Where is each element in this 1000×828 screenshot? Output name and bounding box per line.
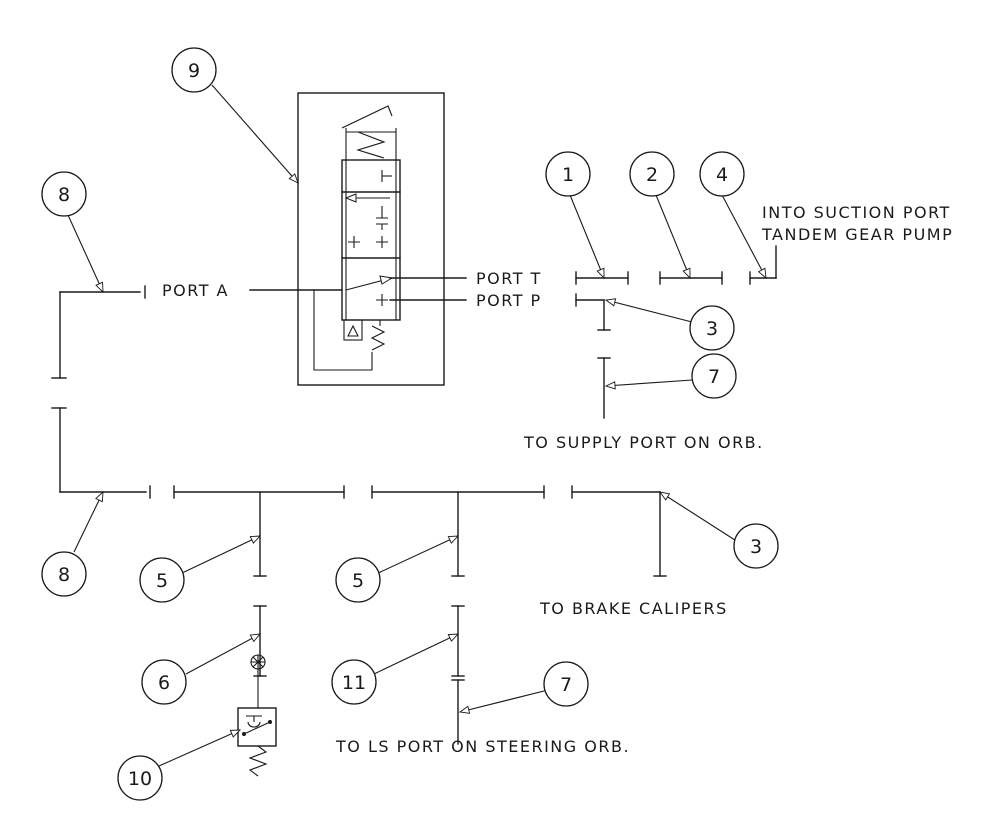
supply-note: TO SUPPLY PORT ON ORB. <box>523 433 764 452</box>
svg-text:8: 8 <box>58 184 70 206</box>
port-p-label: PORT P <box>476 291 542 310</box>
pressure-switch <box>237 654 277 777</box>
hose-a-line <box>51 285 151 499</box>
suction-note-line1: INTO SUCTION PORT <box>762 203 951 222</box>
suction-line <box>575 245 777 285</box>
port-lines <box>249 277 467 301</box>
svg-text:7: 7 <box>560 674 572 696</box>
callout-7-top: 7 <box>691 353 737 399</box>
ls-note: TO LS PORT ON STEERING ORB. <box>335 737 630 756</box>
svg-text:5: 5 <box>352 570 364 592</box>
svg-text:3: 3 <box>706 318 718 340</box>
callout-3-bottom: 3 <box>733 523 779 569</box>
svg-text:9: 9 <box>188 60 200 82</box>
callout-1: 1 <box>545 151 591 197</box>
svg-text:11: 11 <box>342 672 366 694</box>
svg-text:5: 5 <box>156 570 168 592</box>
suction-note-line2: TANDEM GEAR PUMP <box>761 225 953 244</box>
svg-text:7: 7 <box>708 366 720 388</box>
svg-text:6: 6 <box>158 672 170 694</box>
callout-3-top: 3 <box>689 305 735 351</box>
svg-text:4: 4 <box>716 164 728 186</box>
callout-8-top: 8 <box>41 171 87 217</box>
svg-text:1: 1 <box>562 164 574 186</box>
callout-7-bottom: 7 <box>543 661 589 707</box>
callout-9: 9 <box>171 47 217 93</box>
callout-2: 2 <box>629 151 675 197</box>
callout-10: 10 <box>117 755 163 801</box>
callout-8-bottom: 8 <box>41 551 87 597</box>
port-a-label: PORT A <box>162 281 229 300</box>
port-t-label: PORT T <box>476 269 542 288</box>
svg-text:10: 10 <box>128 768 152 790</box>
brake-note: TO BRAKE CALIPERS <box>539 599 728 618</box>
svg-text:3: 3 <box>750 536 762 558</box>
callout-5-left: 5 <box>139 557 185 603</box>
callout-11: 11 <box>331 659 377 705</box>
svg-text:2: 2 <box>646 164 658 186</box>
callout-4: 4 <box>699 151 745 197</box>
directional-valve <box>297 92 445 386</box>
svg-text:8: 8 <box>58 564 70 586</box>
callout-5-right: 5 <box>335 557 381 603</box>
leaders <box>67 84 767 771</box>
callout-6: 6 <box>141 659 187 705</box>
supply-line <box>575 293 611 419</box>
